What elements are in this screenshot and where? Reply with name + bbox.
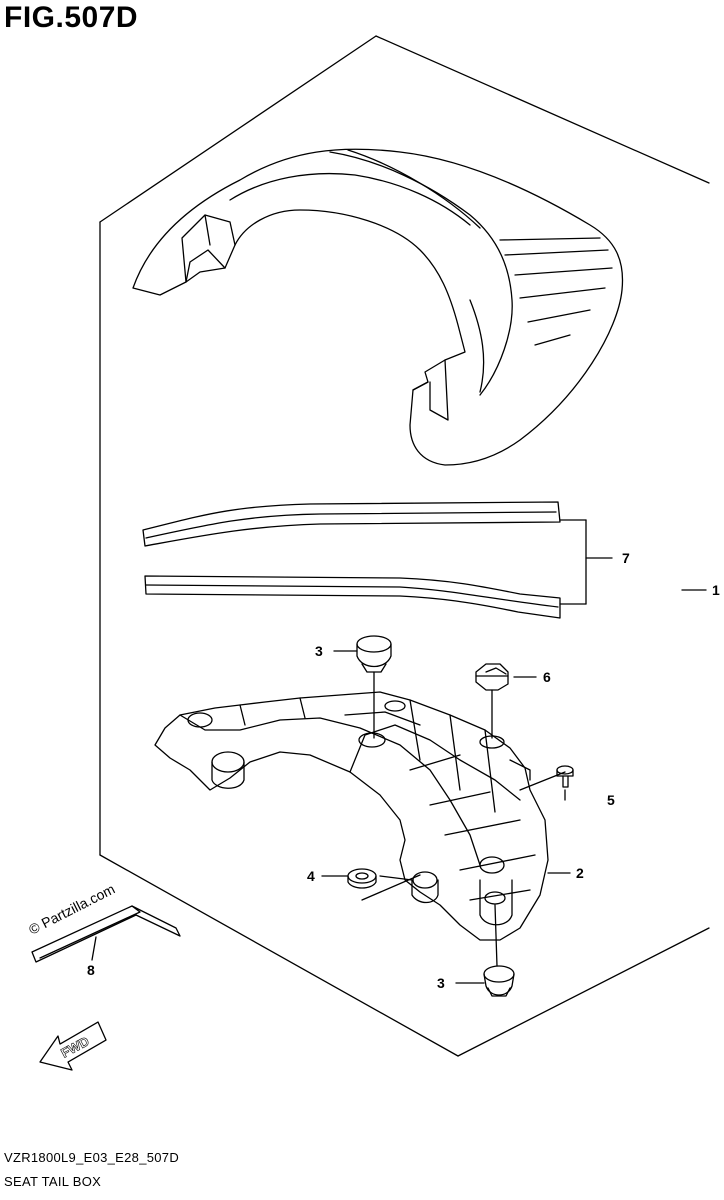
callout-4: 4: [307, 868, 315, 884]
callout-8: 8: [87, 962, 95, 978]
seat-tail-cover: [132, 148, 624, 466]
leader-lines: [91, 589, 707, 984]
assembly-guide-lines: [361, 671, 566, 967]
callout-2: 2: [576, 865, 584, 881]
callout-5: 5: [607, 792, 615, 808]
seal-strip-lower: [144, 575, 561, 619]
allen-wrench: [31, 905, 181, 963]
callout-7: 7: [622, 550, 630, 566]
fwd-badge-text: FWD: [58, 1034, 91, 1061]
figure-code-line: VZR1800L9_E03_E28_507D: [4, 1150, 180, 1165]
bolt: [556, 765, 574, 788]
figure-name: SEAT TAIL BOX: [4, 1174, 102, 1189]
assembly-boundary: [99, 35, 710, 1057]
grommet-lower: [483, 965, 515, 997]
callout-1: 1: [712, 582, 720, 598]
nut: [475, 663, 509, 691]
grommet-upper: [356, 635, 392, 673]
callout-3-lower: 3: [437, 975, 445, 991]
callout-7-bracket: [559, 519, 613, 605]
seal-strip-upper: [142, 501, 561, 547]
fwd-arrow-badge: [39, 1021, 107, 1071]
cushion: [347, 868, 377, 889]
callout-3-upper: 3: [315, 643, 323, 659]
tail-box-frame: [154, 691, 549, 941]
callout-6: 6: [543, 669, 551, 685]
callout-numbers: 1 2 3 3 4 5 6 7 8: [87, 550, 720, 991]
figure-title: FIG.507D: [4, 1, 139, 34]
